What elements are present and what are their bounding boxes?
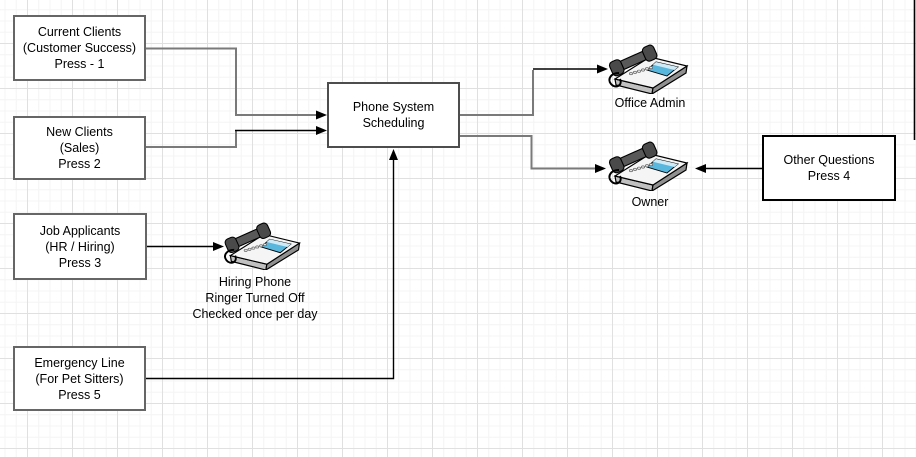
edge-current-clients-to-phone-system[interactable] [146,47,318,116]
arrowhead-into-hiring-phone [213,242,224,251]
node-emergency-line-line: Press 5 [58,387,101,402]
hiring-phone-label: Hiring Phone Ringer Turned Off Checked o… [178,274,332,322]
node-current-clients-line: Press - 1 [54,57,105,71]
node-new-clients-line: New Clients [46,125,113,139]
arrowhead-into-phone-system-top [316,110,327,120]
node-current-clients[interactable]: Current Clients (Customer Success) Press… [13,15,146,81]
arrowhead-into-office-admin [597,64,608,74]
node-job-applicants-line: Job Applicants [39,223,121,238]
hiring-phone-label-line: Ringer Turned Off [205,291,305,305]
node-new-clients-line: (Sales) [59,141,100,155]
node-current-clients-line: (Customer Success) [22,41,137,55]
arrowhead-into-phone-system-bottom [389,149,398,160]
hiring-phone-label-line: Checked once per day [192,307,318,321]
node-emergency-line-line: (For Pet Sitters) [35,371,124,386]
node-phone-system-scheduling[interactable]: Phone System Scheduling [327,82,460,148]
owner-label: Owner [631,195,669,209]
node-new-clients-line: Press 2 [58,157,101,171]
node-phone-system-line: Phone System [352,100,435,114]
node-emergency-line[interactable]: Emergency Line (For Pet Sitters) Press 5 [13,346,146,411]
arrowhead-into-owner-right [695,164,706,173]
arrowhead-into-phone-system-bottom-left [316,126,327,135]
owner-phone-icon[interactable] [605,141,693,191]
hiring-phone-icon[interactable] [220,222,306,270]
node-job-applicants-line: (HR / Hiring) [45,239,115,254]
node-phone-system-line: Scheduling [362,116,425,130]
edge-phone-system-to-office-admin-elbow[interactable] [460,70,534,116]
edge-phone-system-to-owner[interactable] [460,135,596,170]
node-emergency-line-line: Emergency Line [34,355,125,370]
node-other-questions-line: Press 4 [807,169,851,183]
node-job-applicants-line: Press 3 [58,255,102,270]
node-new-clients[interactable]: New Clients (Sales) Press 2 [13,116,146,180]
node-current-clients-line: Current Clients [37,25,122,39]
hiring-phone-label-line: Hiring Phone [218,275,292,289]
arrowhead-into-owner-left [595,164,606,173]
office-admin-phone-icon[interactable] [605,44,693,94]
edge-new-clients-elbow[interactable] [146,130,237,148]
node-other-questions-line: Other Questions [783,153,875,167]
node-job-applicants[interactable]: Job Applicants (HR / Hiring) Press 3 [13,213,147,280]
office-admin-label: Office Admin [614,96,686,110]
node-other-questions[interactable]: Other Questions Press 4 [762,135,896,201]
edge-emergency-line-to-phone-system[interactable] [146,159,395,380]
